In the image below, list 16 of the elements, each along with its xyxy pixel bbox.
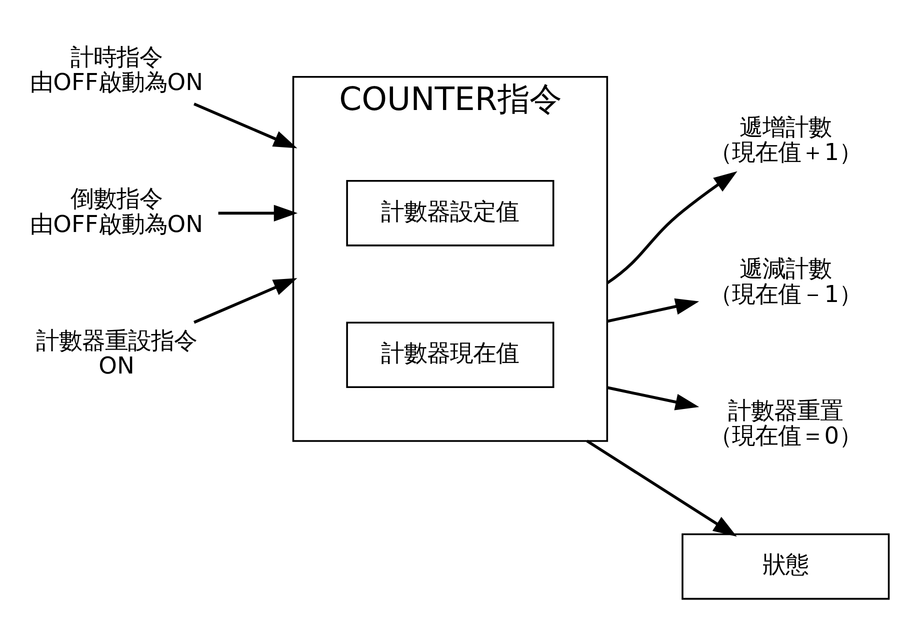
arrow <box>586 439 737 536</box>
node-box: 計數器設定值 <box>346 179 554 246</box>
node-text: 倒數指令 由OFF啟動為ON <box>30 185 204 238</box>
arrow <box>194 278 298 324</box>
arrow <box>194 102 298 148</box>
node-text: 計數器重設指令 ON <box>36 326 198 380</box>
node-text: 計時指令 由OFF啟動為ON <box>30 44 204 96</box>
arrow <box>606 298 700 322</box>
node-box: 計數器現在值 <box>346 321 554 388</box>
arrow <box>606 386 700 410</box>
node-text: 計數器重置 （現在值＝0） <box>709 396 862 449</box>
node-text: 遞減計數 （現在值－1） <box>709 255 862 308</box>
node-box: 狀態 <box>682 532 890 600</box>
node-text: 遞增計數 （現在值＋1） <box>709 113 862 166</box>
arrow <box>218 204 298 221</box>
arrow <box>606 170 738 284</box>
